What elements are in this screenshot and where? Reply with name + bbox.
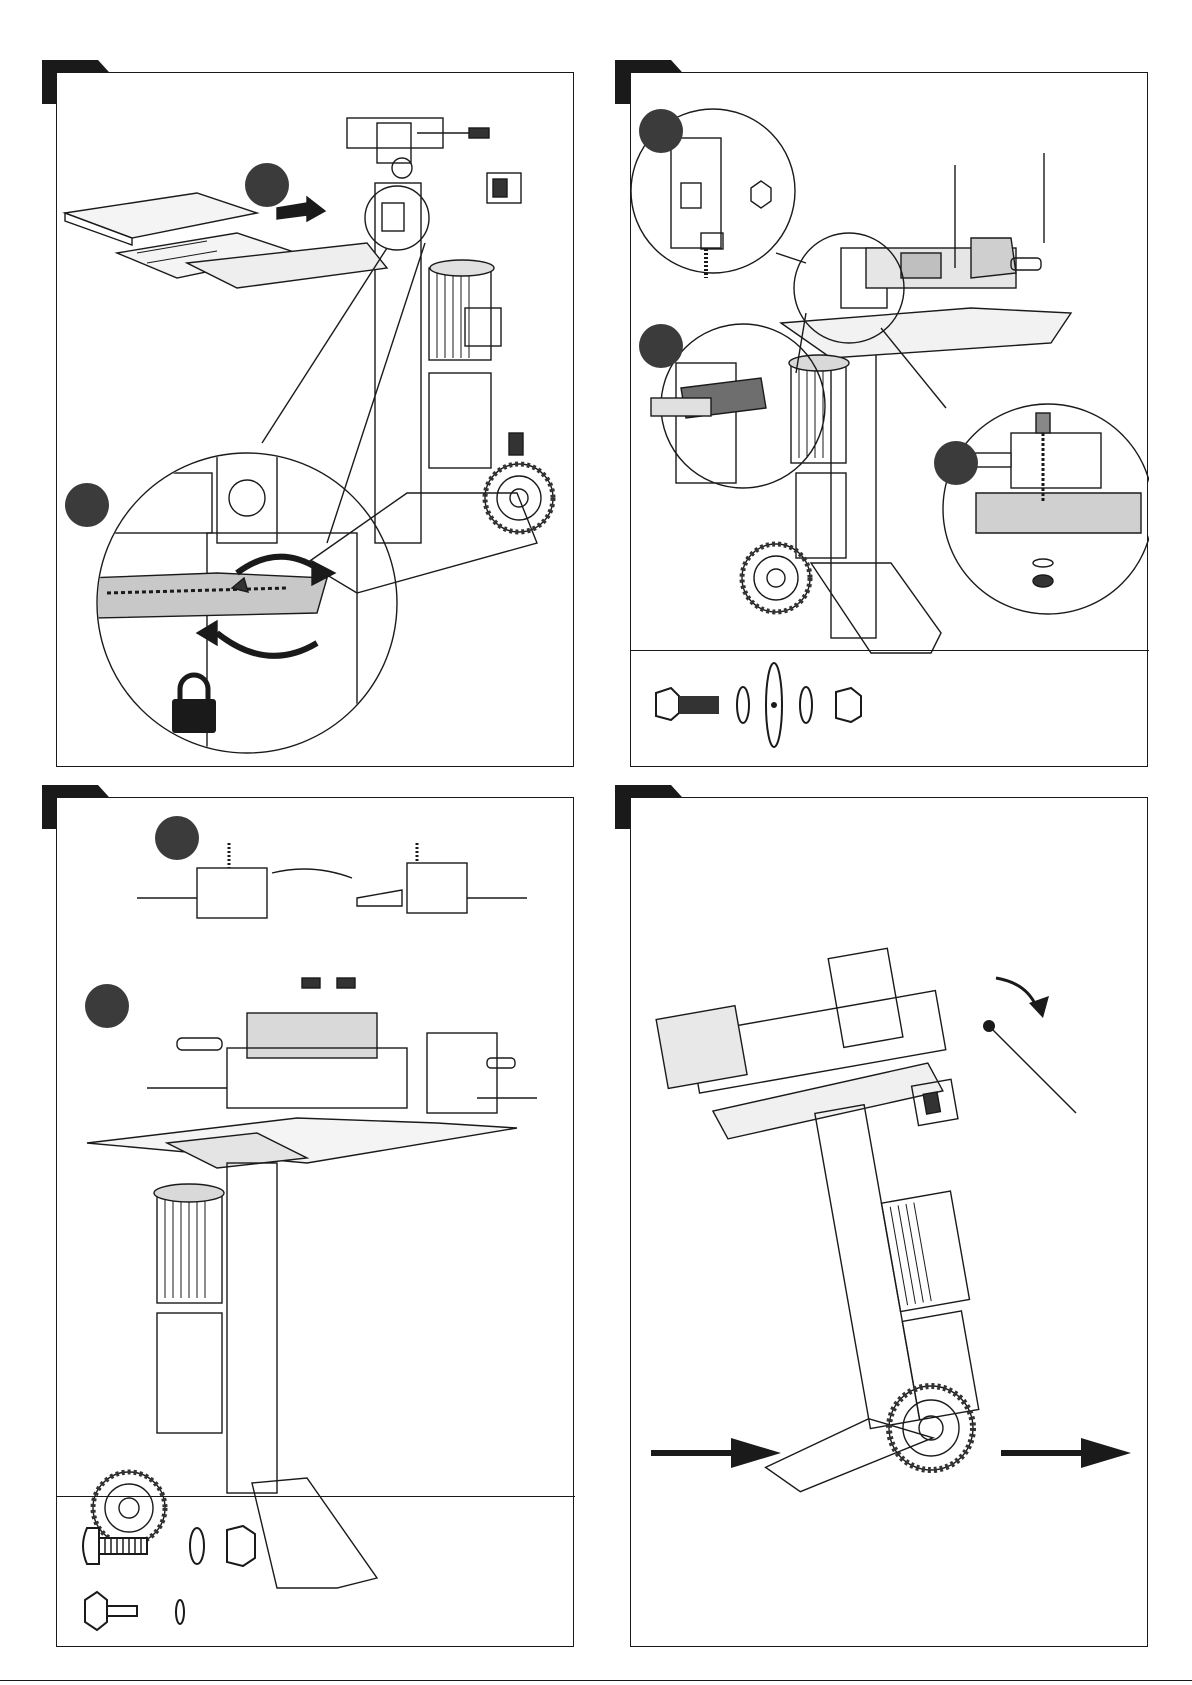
- star-knob-icon: [85, 1592, 137, 1630]
- washer-icon: [176, 1600, 184, 1624]
- callout-badge-b: [65, 483, 109, 527]
- hex-bolt-icon: [656, 688, 719, 720]
- parts-list: [631, 658, 1149, 763]
- lock-icon: [172, 675, 216, 733]
- page-footer-rule: [0, 1680, 1192, 1681]
- callout-badge-a: [639, 109, 683, 153]
- washer-icon: [800, 687, 812, 723]
- parts-list: [57, 1500, 575, 1645]
- washer-icon: [766, 663, 782, 747]
- washer-icon: [190, 1528, 204, 1564]
- pin-marker: [983, 1020, 995, 1032]
- parts-divider: [57, 1496, 575, 1497]
- transport-illustration: [631, 798, 1149, 1648]
- callout-badge-a: [155, 816, 199, 860]
- hex-bolt-icon: [83, 1528, 147, 1564]
- arrow-right-icon: [651, 1438, 781, 1468]
- panel-step-3: [56, 797, 574, 1647]
- washer-icon: [737, 687, 749, 723]
- arrow-right-icon: [277, 197, 325, 221]
- hex-nut-icon: [836, 688, 861, 722]
- callout-badge-a: [245, 163, 289, 207]
- callout-badge-c: [934, 441, 978, 485]
- panel-step-2: [630, 72, 1148, 767]
- panel-step-1: [56, 72, 574, 767]
- table-mount-illustration: [57, 73, 575, 768]
- parts-divider: [631, 650, 1149, 651]
- hex-nut-icon: [227, 1526, 255, 1566]
- arrow-right-icon: [1001, 1438, 1131, 1468]
- panel-step-4: [630, 797, 1148, 1647]
- callout-badge-b: [85, 984, 129, 1028]
- callout-badge-b: [639, 324, 683, 368]
